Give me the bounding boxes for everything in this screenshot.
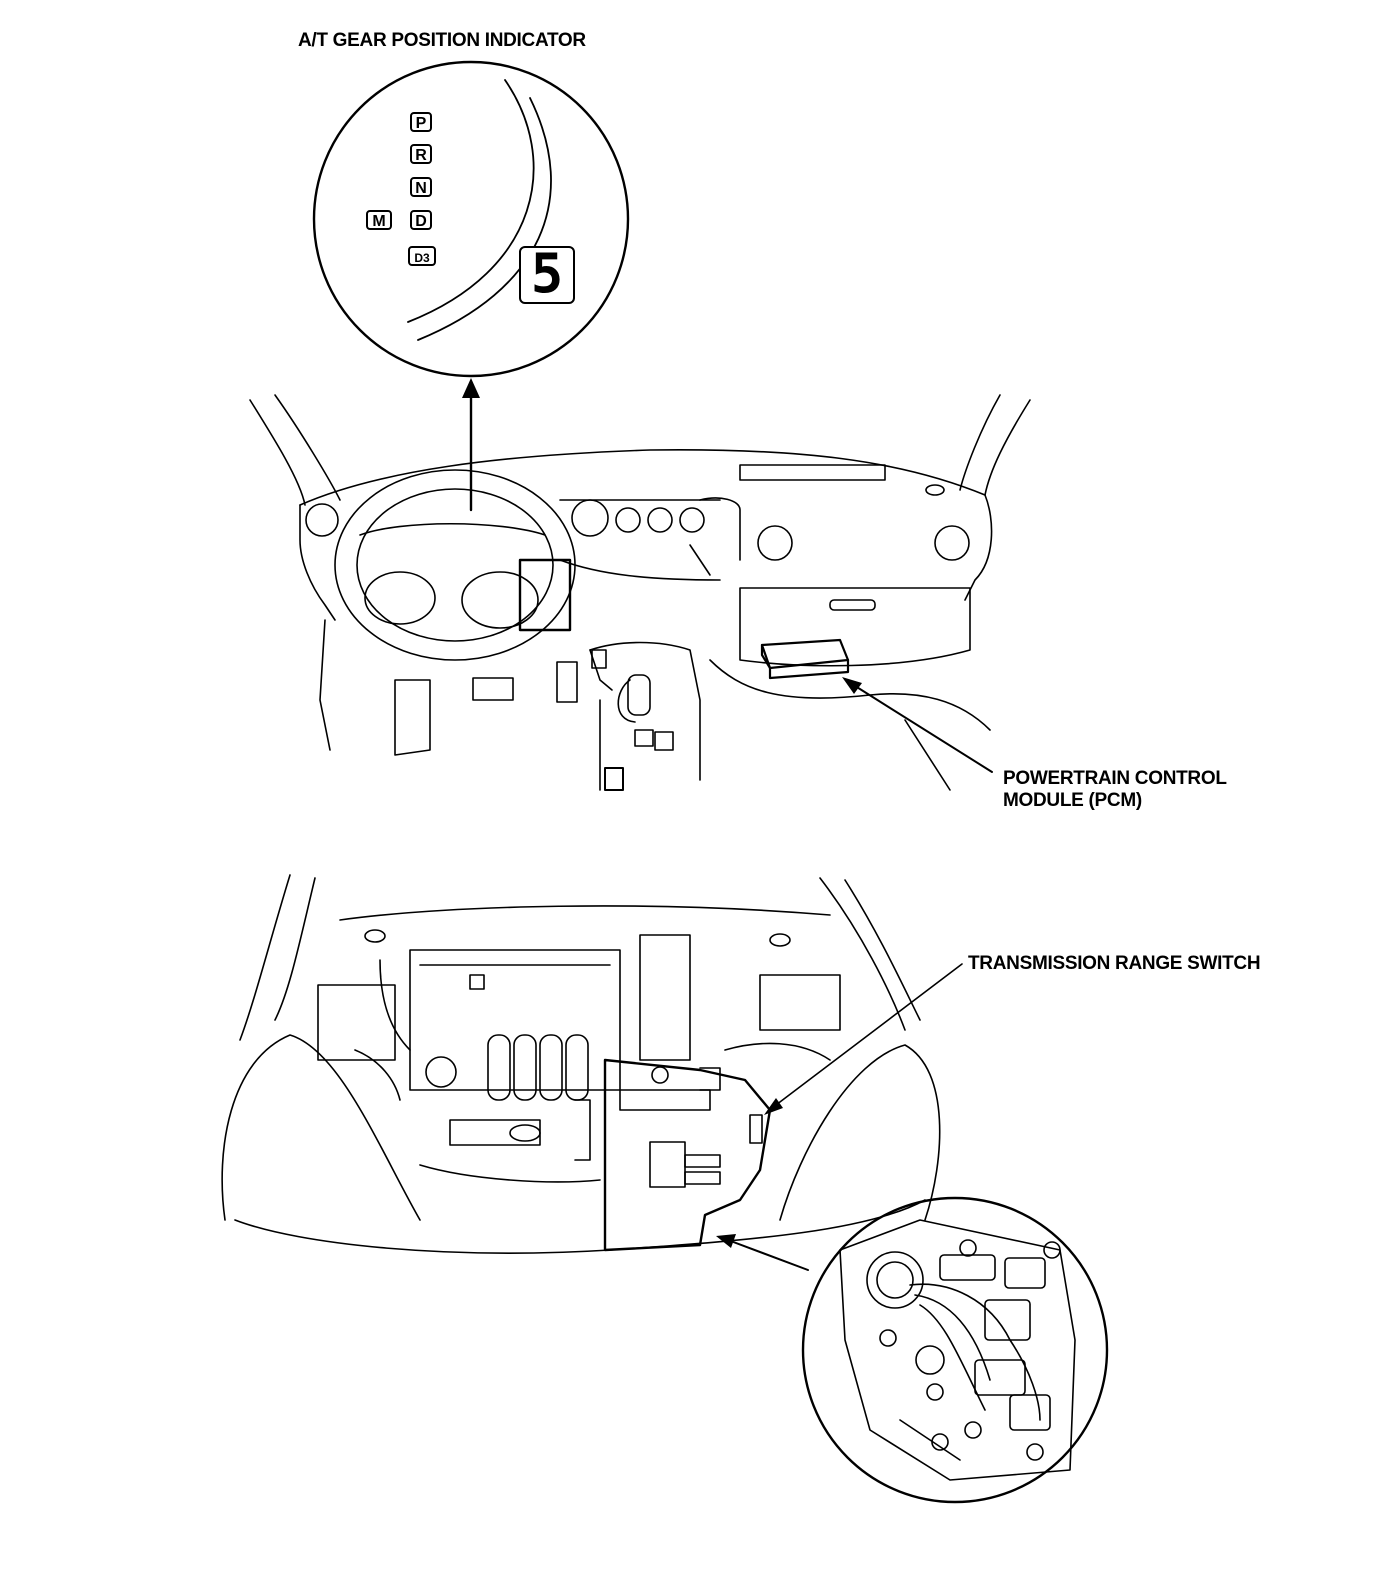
- trs-leader-arrow: [764, 963, 963, 1115]
- gear-indicator-callout: [312, 60, 630, 378]
- manual-mode-indicator: M: [366, 210, 392, 230]
- engine-bay-illustration: [221, 874, 941, 1254]
- pcm-leader-arrow: [842, 677, 993, 773]
- trs-detail-callout: [801, 1196, 1109, 1504]
- gear-r-indicator: R: [410, 144, 432, 164]
- gear-d3-indicator: D3: [408, 246, 436, 266]
- gear-digit: 5: [530, 242, 564, 305]
- gear-d-indicator: D: [410, 210, 432, 230]
- pcm-box: [760, 638, 850, 680]
- gear-n-indicator: N: [410, 177, 432, 197]
- dashboard-illustration: [249, 394, 1031, 791]
- gear-indicator-label: A/T GEAR POSITION INDICATOR: [298, 30, 586, 51]
- pcm-label-line1: POWERTRAIN CONTROL: [1003, 768, 1227, 789]
- trs-callout-arrow: [716, 1234, 809, 1271]
- trs-label: TRANSMISSION RANGE SWITCH: [968, 953, 1261, 974]
- pcm-label-line2: MODULE (PCM): [1003, 790, 1142, 811]
- gear-p-indicator: P: [410, 112, 432, 132]
- gear-digit-display: 5: [519, 242, 575, 305]
